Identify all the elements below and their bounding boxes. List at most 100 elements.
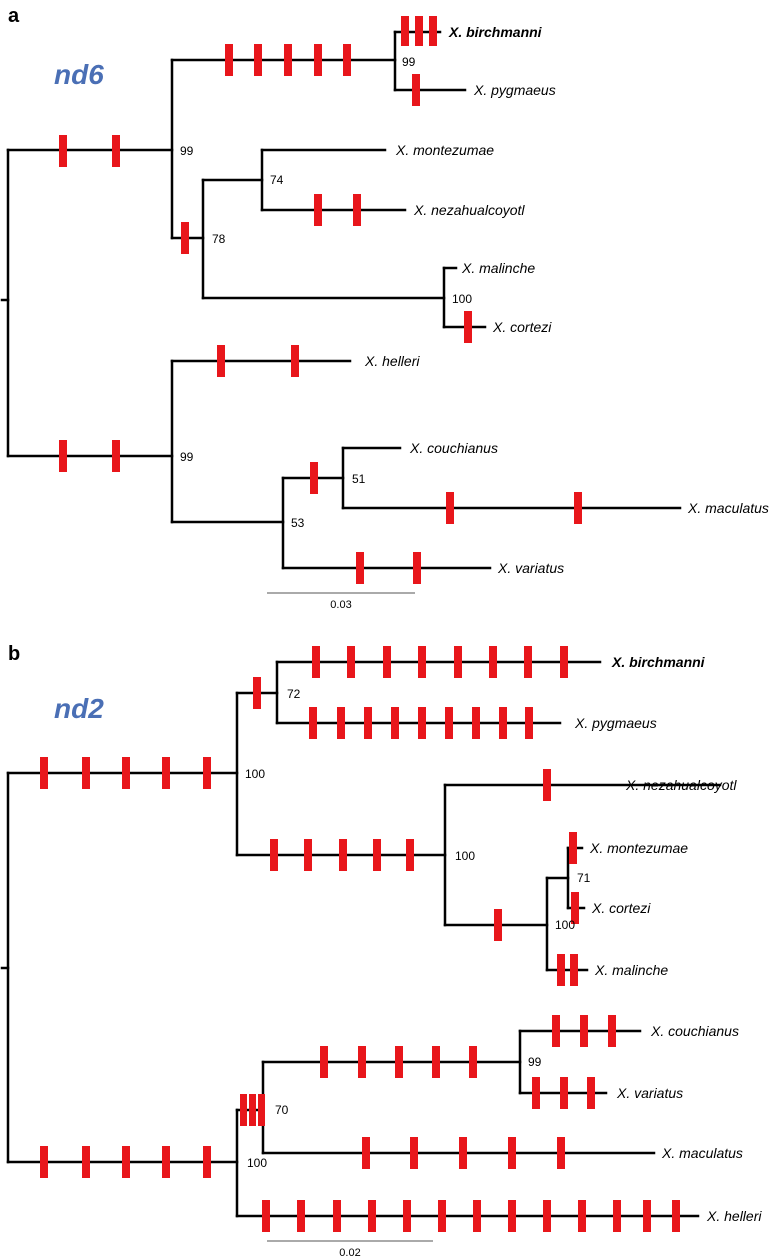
- mutation-mark: [406, 839, 414, 871]
- mutation-mark: [569, 832, 577, 864]
- mutation-mark: [560, 646, 568, 678]
- mutation-mark: [472, 707, 480, 739]
- mutation-mark: [418, 646, 426, 678]
- support-value: 99: [402, 55, 416, 69]
- mutation-mark: [574, 492, 582, 524]
- support-value: 100: [555, 918, 575, 932]
- mutation-mark: [347, 646, 355, 678]
- mutation-mark: [489, 646, 497, 678]
- mutation-mark: [59, 135, 67, 167]
- mutation-mark: [524, 646, 532, 678]
- mutation-mark: [383, 646, 391, 678]
- mutation-mark: [560, 1077, 568, 1109]
- mutation-mark: [543, 1200, 551, 1232]
- mutation-mark: [291, 345, 299, 377]
- mutation-mark: [403, 1200, 411, 1232]
- taxon-label-nezahualcoyotl: X. nezahualcoyotl: [625, 777, 737, 793]
- mutation-mark: [578, 1200, 586, 1232]
- taxon-labels-a: X. birchmanni X. pygmaeus X. montezumae …: [364, 24, 769, 576]
- mutation-mark: [557, 1137, 565, 1169]
- support-value: 99: [180, 144, 194, 158]
- mutation-mark: [364, 707, 372, 739]
- mutation-mark: [320, 1046, 328, 1078]
- mutation-mark: [314, 194, 322, 226]
- taxon-label-variatus: X. variatus: [497, 560, 564, 576]
- mutation-mark: [339, 839, 347, 871]
- support-values-b: 72 100 100 71 100 99 70 100: [245, 687, 591, 1170]
- taxon-label-pygmaeus: X. pygmaeus: [473, 82, 556, 98]
- taxon-label-nezahualcoyotl: X. nezahualcoyotl: [413, 202, 525, 218]
- scale-bar-b: 0.02: [267, 1240, 433, 1259]
- taxon-label-cortezi: X. cortezi: [492, 319, 552, 335]
- mutation-mark: [309, 707, 317, 739]
- mutation-mark: [59, 440, 67, 472]
- mutation-mark: [532, 1077, 540, 1109]
- taxon-label-couchianus: X. couchianus: [650, 1023, 739, 1039]
- mutation-mark: [162, 757, 170, 789]
- support-value: 99: [180, 450, 194, 464]
- mutation-mark: [672, 1200, 680, 1232]
- mutation-mark: [262, 1200, 270, 1232]
- mutation-mark: [410, 1137, 418, 1169]
- support-value: 71: [577, 871, 591, 885]
- mutation-mark: [122, 1146, 130, 1178]
- mutation-mark: [270, 839, 278, 871]
- taxon-labels-b: X. birchmanni X. pygmaeus X. nezahualcoy…: [574, 654, 762, 1224]
- mutation-mark: [643, 1200, 651, 1232]
- panel-label-a: a: [8, 5, 20, 27]
- mutation-mark: [432, 1046, 440, 1078]
- mutation-mark: [356, 552, 364, 584]
- taxon-label-helleri: X. helleri: [364, 353, 420, 369]
- mutation-mark: [415, 16, 423, 46]
- mutation-mark: [297, 1200, 305, 1232]
- support-value: 78: [212, 232, 226, 246]
- mutation-mark: [469, 1046, 477, 1078]
- taxon-label-pygmaeus: X. pygmaeus: [574, 715, 657, 731]
- mutation-mark: [162, 1146, 170, 1178]
- mutation-mark: [508, 1200, 516, 1232]
- mutation-mark: [446, 492, 454, 524]
- mutation-mark: [310, 462, 318, 494]
- taxon-label-malinche: X. malinche: [461, 260, 535, 276]
- mutation-mark: [82, 1146, 90, 1178]
- mutations-b: [40, 646, 680, 1232]
- mutation-mark: [333, 1200, 341, 1232]
- mutation-mark: [418, 707, 426, 739]
- mutation-mark: [391, 707, 399, 739]
- mutation-mark: [258, 1094, 265, 1126]
- mutation-mark: [557, 954, 565, 986]
- taxon-label-birchmanni: X. birchmanni: [611, 654, 706, 670]
- panel-a: a nd6: [0, 5, 769, 611]
- taxon-label-birchmanni: X. birchmanni: [448, 24, 543, 40]
- taxon-label-cortezi: X. cortezi: [591, 900, 651, 916]
- mutation-mark: [240, 1094, 247, 1126]
- mutation-mark: [40, 757, 48, 789]
- mutation-mark: [508, 1137, 516, 1169]
- mutation-mark: [122, 757, 130, 789]
- support-value: 51: [352, 472, 366, 486]
- branches-a: [0, 30, 682, 570]
- gene-label-nd2: nd2: [54, 693, 104, 724]
- mutation-mark: [454, 646, 462, 678]
- support-value: 70: [275, 1103, 289, 1117]
- mutation-mark: [225, 44, 233, 76]
- mutation-mark: [284, 44, 292, 76]
- mutations-a: [59, 16, 582, 584]
- mutation-mark: [499, 707, 507, 739]
- mutation-mark: [314, 44, 322, 76]
- mutation-mark: [552, 1015, 560, 1047]
- mutation-mark: [494, 909, 502, 941]
- mutation-mark: [82, 757, 90, 789]
- mutation-mark: [181, 222, 189, 254]
- scale-bar-a: 0.03: [267, 592, 415, 611]
- support-value: 72: [287, 687, 301, 701]
- mutation-mark: [438, 1200, 446, 1232]
- mutation-mark: [337, 707, 345, 739]
- scale-bar-label: 0.03: [330, 599, 351, 611]
- support-values-a: 99 99 74 78 100 99 51 53: [180, 55, 472, 530]
- mutation-mark: [464, 311, 472, 343]
- mutation-mark: [413, 552, 421, 584]
- panel-b: b nd2: [0, 643, 762, 1259]
- mutation-mark: [473, 1200, 481, 1232]
- mutation-mark: [203, 1146, 211, 1178]
